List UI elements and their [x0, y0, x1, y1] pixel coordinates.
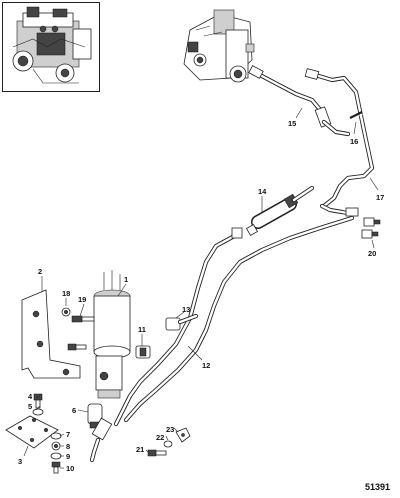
leader-lines — [23, 107, 379, 469]
washer-22 — [163, 440, 173, 448]
washer-9 — [50, 452, 62, 460]
callout-23: 23 — [166, 425, 174, 434]
fitting-20-group — [361, 217, 381, 239]
callout-22: 22 — [156, 433, 164, 442]
lower-connector — [89, 417, 113, 463]
callout-11: 11 — [138, 325, 146, 334]
mounting-plate-3 — [5, 415, 59, 449]
engine-illustration — [12, 6, 92, 84]
callout-labels: 1 2 3 4 5 6 7 8 9 10 11 12 13 14 15 16 1… — [18, 119, 384, 473]
bracket-2 — [21, 289, 81, 379]
callout-20: 20 — [368, 249, 376, 258]
callout-16: 16 — [350, 137, 358, 146]
callout-17: 17 — [376, 193, 384, 202]
callout-10: 10 — [66, 464, 74, 473]
fuel-filter-14 — [245, 185, 315, 237]
callout-19: 19 — [78, 295, 86, 304]
fuel-line-17 — [304, 68, 375, 217]
callout-2: 2 — [38, 267, 42, 276]
callout-6: 6 — [72, 406, 76, 415]
callout-13: 13 — [182, 305, 190, 314]
fuel-regulator-1 — [93, 270, 131, 399]
bolt-4 — [33, 393, 43, 409]
washer-5 — [32, 408, 44, 416]
fuel-line-12 — [113, 215, 355, 427]
clamp-23 — [175, 427, 191, 443]
callout-3: 3 — [18, 457, 22, 466]
callout-4: 4 — [28, 392, 33, 401]
nut-18 — [61, 307, 71, 317]
fuel-line-15 — [248, 65, 351, 137]
callout-12: 12 — [202, 361, 210, 370]
callout-8: 8 — [66, 442, 70, 451]
callout-5: 5 — [28, 402, 32, 411]
bolt-10-upper — [67, 343, 87, 351]
callout-1: 1 — [124, 275, 128, 284]
callout-7: 7 — [66, 430, 70, 439]
fitting-6 — [87, 403, 103, 429]
engine-thumbnail — [2, 2, 100, 92]
callout-15: 15 — [288, 119, 296, 128]
drawing-number: 51391 — [364, 482, 390, 492]
callout-21: 21 — [136, 445, 144, 454]
hose-clip-16 — [349, 111, 364, 121]
washer-7 — [50, 432, 62, 440]
callout-14: 14 — [258, 187, 267, 196]
bolt-21 — [147, 449, 167, 457]
callout-9: 9 — [66, 452, 70, 461]
nut-8 — [51, 441, 61, 451]
bolt-19 — [71, 315, 95, 323]
fuel-line-13-connector — [165, 313, 199, 331]
bolt-10 — [51, 461, 61, 474]
callout-18: 18 — [62, 289, 70, 298]
fitting-11 — [135, 345, 151, 359]
fuel-pump-assembly — [183, 9, 255, 83]
